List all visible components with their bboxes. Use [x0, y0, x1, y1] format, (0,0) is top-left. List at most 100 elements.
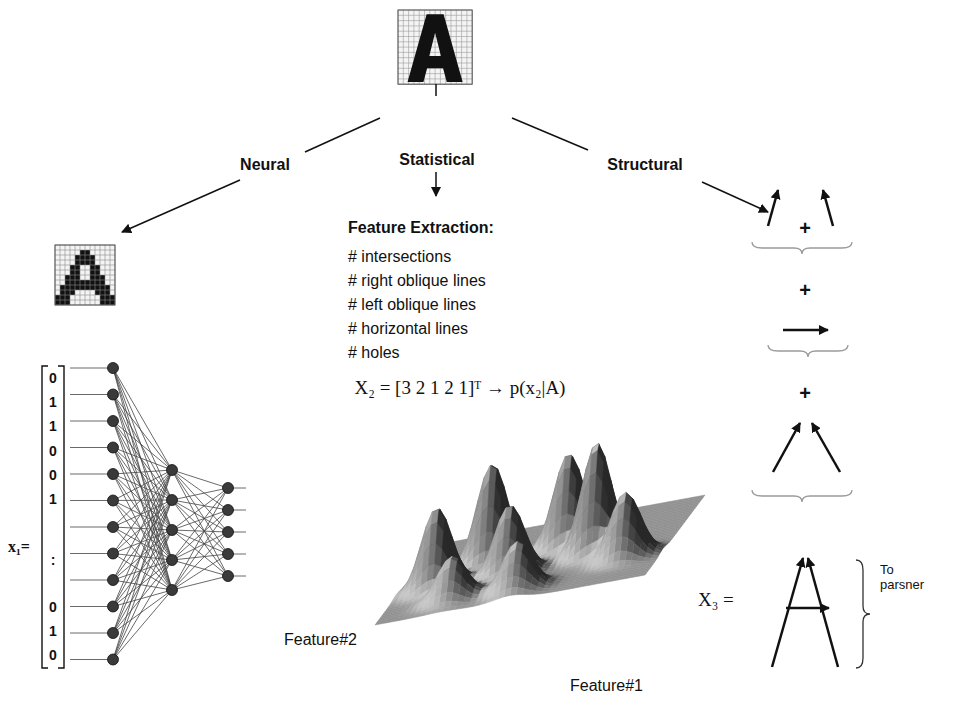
pixel-cell: [100, 280, 105, 285]
network-weight: [70, 553, 113, 554]
pixel-cell: [105, 295, 110, 300]
pixel-cell: [100, 265, 105, 270]
grid-line: [398, 47, 472, 48]
pixel-cell: [80, 245, 85, 250]
pixel-cell: [100, 290, 105, 295]
pixel-cell: [80, 275, 85, 280]
pixel-cell: [70, 300, 75, 305]
network-weight: [113, 590, 172, 633]
branch-line: [435, 84, 437, 96]
pixel-cell: [70, 255, 75, 260]
pixel-cell: [95, 275, 100, 280]
pixel-cell: [75, 265, 80, 270]
network-weight: [70, 527, 113, 528]
density-surface: [375, 444, 705, 625]
grid-line: [55, 275, 115, 276]
pixel-cell: [110, 285, 115, 290]
pixel-cell: [75, 275, 80, 280]
neuron: [108, 389, 119, 400]
pixel-cell: [110, 260, 115, 265]
pixel-cell: [110, 280, 115, 285]
pixel-cell: [110, 255, 115, 260]
pixel-cell: [105, 265, 110, 270]
pixel-cell: [70, 295, 75, 300]
pixel-cell: [100, 255, 105, 260]
pixel-cell: [55, 275, 60, 280]
pixel-cell: [60, 295, 65, 300]
grid-line: [461, 10, 462, 84]
network-weight: [113, 530, 172, 660]
network-weight: [70, 500, 113, 501]
pixel-cell: [55, 250, 60, 255]
network-weight: [113, 527, 172, 530]
pixel-cell: [85, 245, 90, 250]
network-weight: [70, 394, 113, 395]
pixel-cell: [90, 300, 95, 305]
pixel-cell: [110, 300, 115, 305]
pixel-cell: [55, 280, 60, 285]
pixel-cell: [85, 275, 90, 280]
network-weight: [113, 590, 172, 660]
pixel-cell: [100, 285, 105, 290]
image-ground: [398, 10, 472, 84]
grid-line: [466, 10, 467, 84]
network-weight: [113, 554, 172, 591]
pixel-cell: [95, 295, 100, 300]
pixel-cell: [110, 250, 115, 255]
pixel-cell: [70, 280, 75, 285]
pixel-cell: [105, 245, 110, 250]
network-weight: [172, 470, 228, 576]
network-weight: [172, 500, 228, 576]
pixel-cell: [60, 270, 65, 275]
pixel-cell: [75, 280, 80, 285]
grid-line: [110, 245, 111, 305]
network-weight: [172, 554, 228, 590]
neuron: [223, 527, 234, 538]
network-weight: [70, 659, 113, 660]
pixel-cell: [90, 250, 95, 255]
pixel-cell: [95, 260, 100, 265]
pixel-cell: [55, 255, 60, 260]
pixel-cell: [65, 270, 70, 275]
pixel-cell: [90, 280, 95, 285]
network-weight: [172, 510, 228, 530]
pixel-cell: [100, 270, 105, 275]
neuron: [223, 483, 234, 494]
pixel-cell: [105, 255, 110, 260]
pixel-cell: [75, 245, 80, 250]
pixel-cell: [60, 285, 65, 290]
vector-bracket: [58, 366, 64, 668]
pixel-cell: [100, 250, 105, 255]
network-weight: [70, 606, 113, 607]
pixel-cell: [60, 250, 65, 255]
pixel-cell: [65, 290, 70, 295]
pixel-cell: [90, 295, 95, 300]
neuron: [167, 585, 178, 596]
grid-line: [55, 300, 115, 301]
pixel-cell: [100, 275, 105, 280]
pixel-cell: [105, 250, 110, 255]
pixel-cell: [75, 270, 80, 275]
pixel-cell: [70, 265, 75, 270]
pixel-cell: [80, 260, 85, 265]
neuron: [108, 628, 119, 639]
pixel-cell: [55, 295, 60, 300]
network-weight: [70, 368, 113, 369]
pixel-cell: [65, 255, 70, 260]
pixel-cell: [105, 285, 110, 290]
pixel-cell: [80, 295, 85, 300]
pixel-cell: [95, 270, 100, 275]
pixel-cell: [95, 255, 100, 260]
grid-line: [90, 245, 91, 305]
network-weight: [172, 532, 228, 560]
network-weight: [70, 474, 113, 475]
pixel-cell: [70, 285, 75, 290]
letter-shape: [408, 14, 463, 82]
branch-arrow: [435, 172, 437, 196]
neuron: [223, 549, 234, 560]
pixel-cell: [85, 255, 90, 260]
pixel-cell: [105, 300, 110, 305]
neuron: [108, 363, 119, 374]
pixel-cell: [75, 300, 80, 305]
pixel-cell: [85, 250, 90, 255]
